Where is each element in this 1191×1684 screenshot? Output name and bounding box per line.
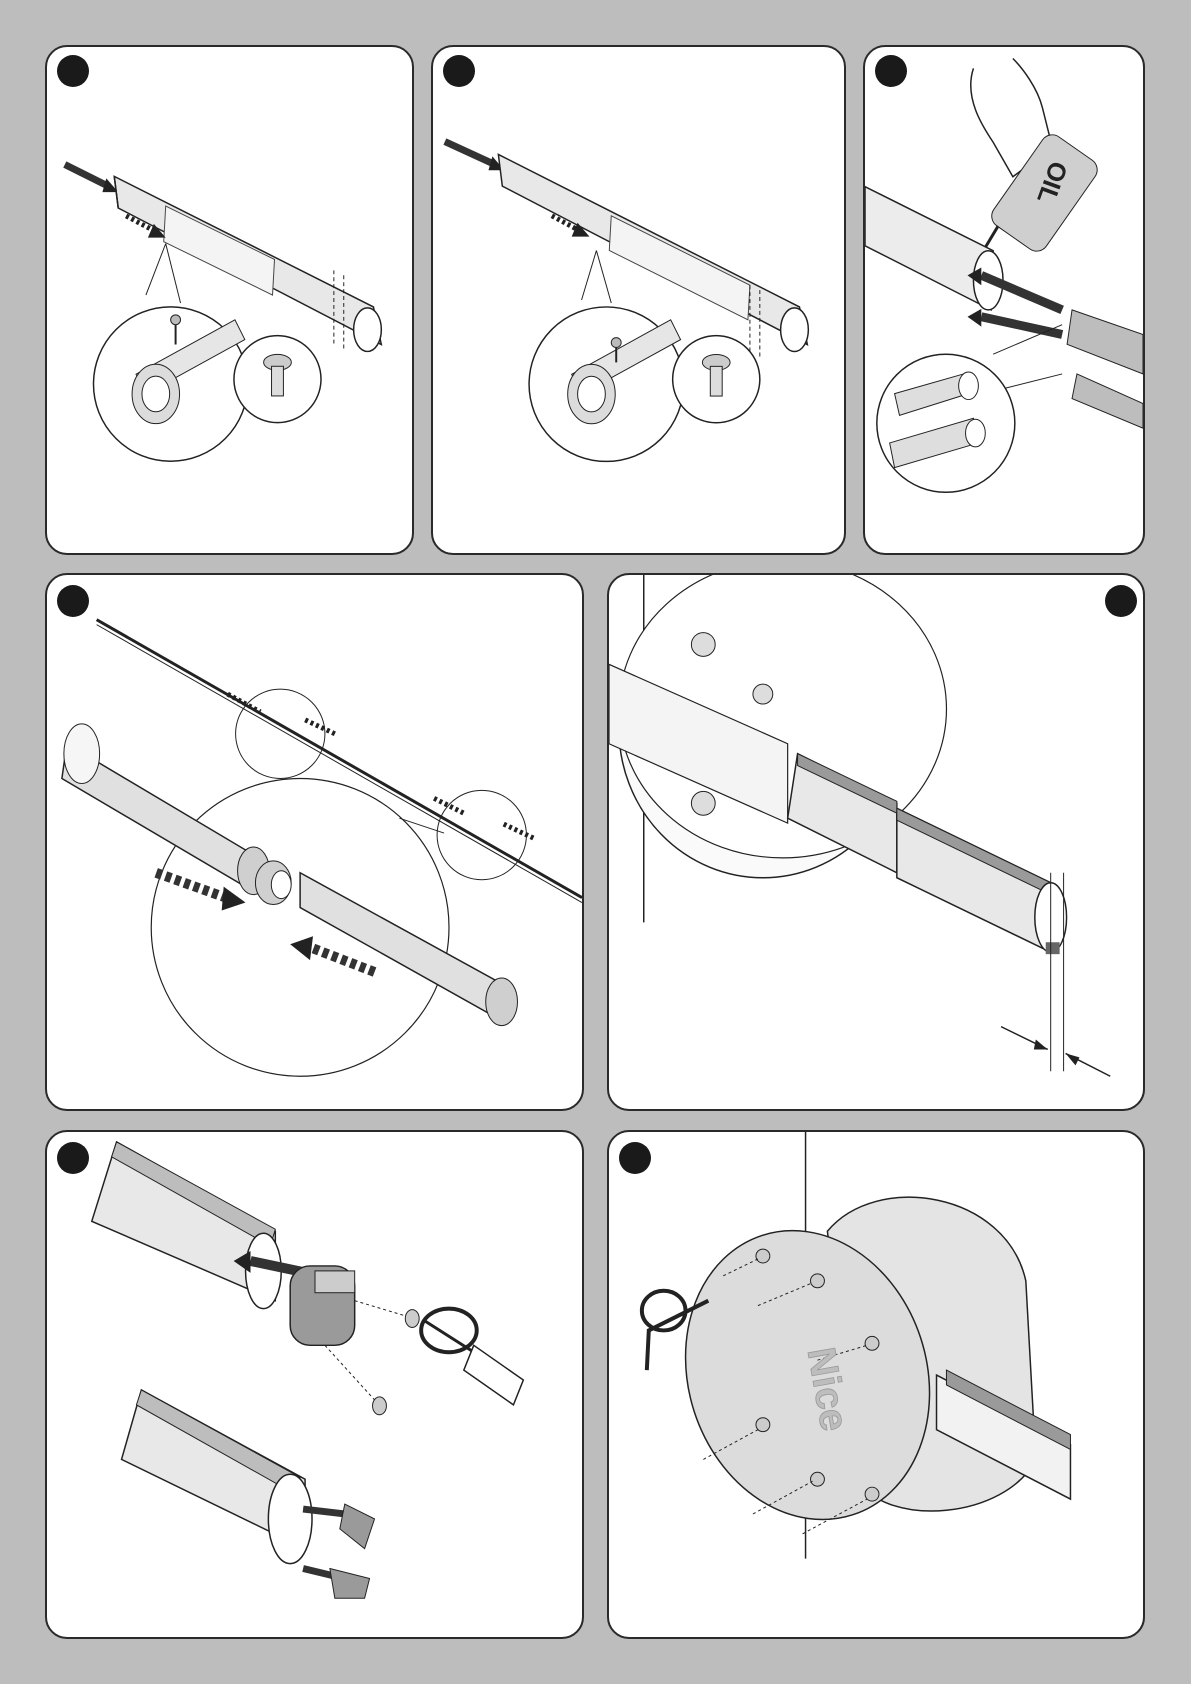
step-panel-1 bbox=[45, 45, 414, 555]
insert-arrow bbox=[445, 142, 495, 165]
step-marker bbox=[57, 1142, 89, 1174]
screw-icon bbox=[373, 1397, 387, 1415]
step-panel-6 bbox=[45, 1130, 584, 1639]
rail-insert-illustration bbox=[433, 47, 844, 553]
end-cap-icon bbox=[340, 1504, 375, 1549]
joint-sleeve-icon bbox=[255, 861, 291, 905]
dimension-arrow bbox=[1001, 1027, 1110, 1077]
oil-application-illustration: OIL bbox=[865, 47, 1143, 553]
step-panel-2 bbox=[431, 45, 846, 555]
step-panel-7: Nice bbox=[607, 1130, 1145, 1639]
step-marker bbox=[57, 585, 89, 617]
end-cap-assembly-illustration bbox=[47, 1132, 582, 1637]
screwdriver-icon bbox=[424, 1321, 523, 1405]
step-marker bbox=[57, 55, 89, 87]
end-cap-icon bbox=[290, 1266, 354, 1345]
screw-icon bbox=[405, 1310, 419, 1328]
step-marker bbox=[875, 55, 907, 87]
end-cap-icon bbox=[330, 1569, 370, 1599]
rail-join-illustration bbox=[47, 575, 582, 1109]
rail-insert-illustration bbox=[47, 47, 412, 553]
step-marker bbox=[619, 1142, 651, 1174]
step-marker bbox=[443, 55, 475, 87]
step-panel-5 bbox=[607, 573, 1145, 1111]
step-panel-3: OIL bbox=[863, 45, 1145, 555]
step-marker bbox=[1105, 585, 1137, 617]
zoom-circle bbox=[877, 354, 1015, 492]
rotate-icon bbox=[421, 1309, 477, 1353]
step-panel-4 bbox=[45, 573, 584, 1111]
motor-fixing-illustration: Nice bbox=[609, 1132, 1143, 1637]
insert-arrow bbox=[65, 164, 109, 186]
motor-rail-alignment-illustration bbox=[609, 575, 1143, 1109]
